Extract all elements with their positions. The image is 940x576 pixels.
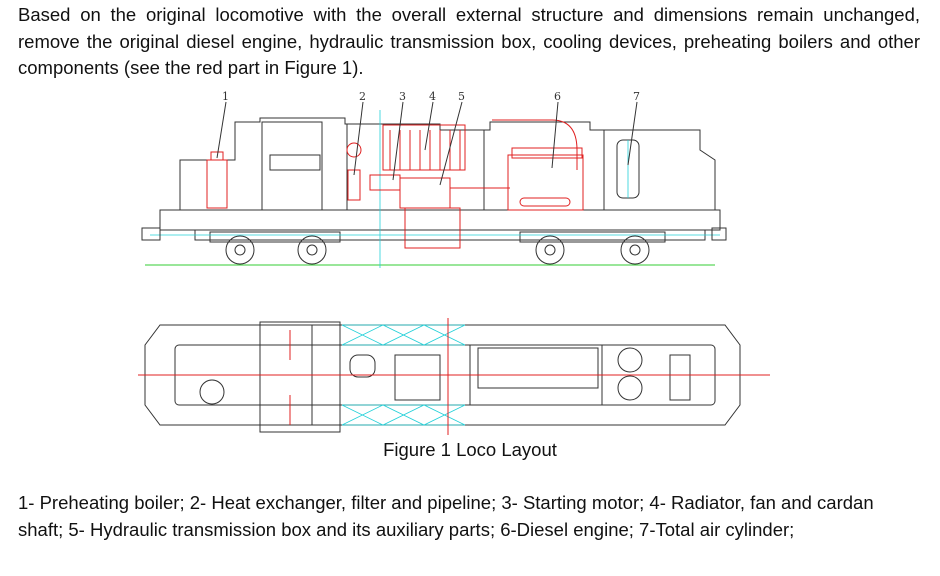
callout-4: 4 xyxy=(429,90,436,103)
intro-paragraph: Based on the original locomotive with th… xyxy=(18,4,920,78)
side-view-drawing xyxy=(141,110,727,268)
callout-6: 6 xyxy=(554,90,561,103)
callout-5: 5 xyxy=(458,90,465,103)
figure-caption: Figure 1 Loco Layout xyxy=(383,439,557,460)
legend-paragraph: 1- Preheating boiler; 2- Heat exchanger,… xyxy=(18,492,874,540)
callout-1: 1 xyxy=(222,90,229,103)
callout-labels: 1 2 3 4 5 6 7 xyxy=(216,90,640,186)
callout-3: 3 xyxy=(399,90,406,103)
callout-2: 2 xyxy=(359,90,366,103)
callout-7: 7 xyxy=(633,90,640,103)
plan-view-drawing xyxy=(138,318,770,435)
